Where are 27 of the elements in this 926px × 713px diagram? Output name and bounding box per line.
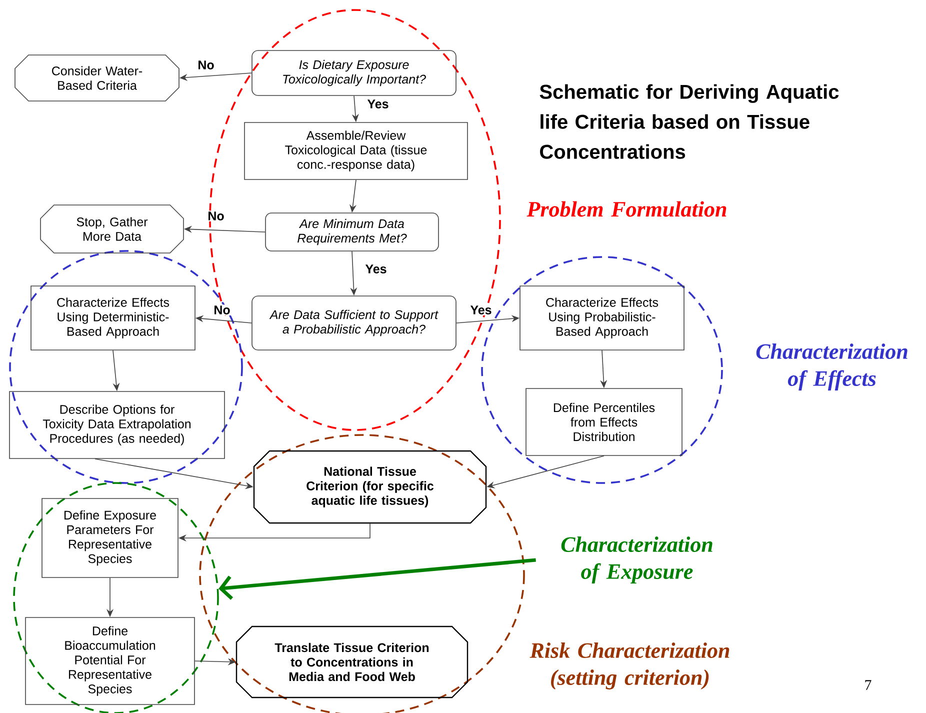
process-box: Define Exposure Parameters For Representative Species	[42, 498, 178, 578]
edge-label: Yes	[366, 98, 390, 110]
criterion-box: Translate Tissue Criterion to Concentrations in Media and Food Web	[236, 626, 468, 698]
criterion-box: National Tissue Criterion (for specific aquatic life tissues)	[253, 450, 487, 524]
group-label: Problem Formulation	[526, 201, 726, 217]
arrow	[218, 558, 536, 600]
edge-label: No	[196, 60, 216, 70]
page-number: 7	[865, 680, 872, 690]
decision-box: Is Dietary Exposure Toxicologically Important?	[252, 50, 456, 96]
group-label: Risk Characterization (setting criterion)	[530, 642, 730, 690]
process-box: Define Percentiles from Effects Distribution	[526, 388, 682, 456]
edge-label: Yes	[469, 304, 493, 316]
edge-label: Yes	[364, 264, 388, 274]
end-box: Stop, Gather More Data	[40, 204, 184, 254]
process-box: Assemble/Review Toxicological Data (tissue conc.-response data)	[244, 122, 468, 180]
process-box: Characterize Effects Using Deterministic-Based Approach	[30, 286, 196, 350]
edge-label: No	[206, 210, 226, 222]
edge-label: No	[212, 304, 232, 316]
end-box: Consider Water-Based Criteria	[14, 54, 180, 102]
process-box: Describe Options for Toxicity Data Extrapolation Procedures (as needed)	[9, 391, 225, 459]
title: Schematic for Deriving Aquatic life Criteria based on Tissue Concentrations	[540, 84, 839, 159]
group-label: Characterization of Effects	[756, 344, 908, 390]
group-label: Characterization of Exposure	[561, 536, 712, 584]
process-box: Define Bioaccumulation Potential For Representative Species	[25, 617, 195, 705]
decision-box: Are Minimum Data Requirements Met?	[265, 212, 439, 252]
decision-box: Are Data Sufficient to Support a Probabilistic Approach?	[252, 296, 456, 350]
process-box: Characterize Effects Using Probabilistic-Based Approach	[520, 286, 684, 350]
